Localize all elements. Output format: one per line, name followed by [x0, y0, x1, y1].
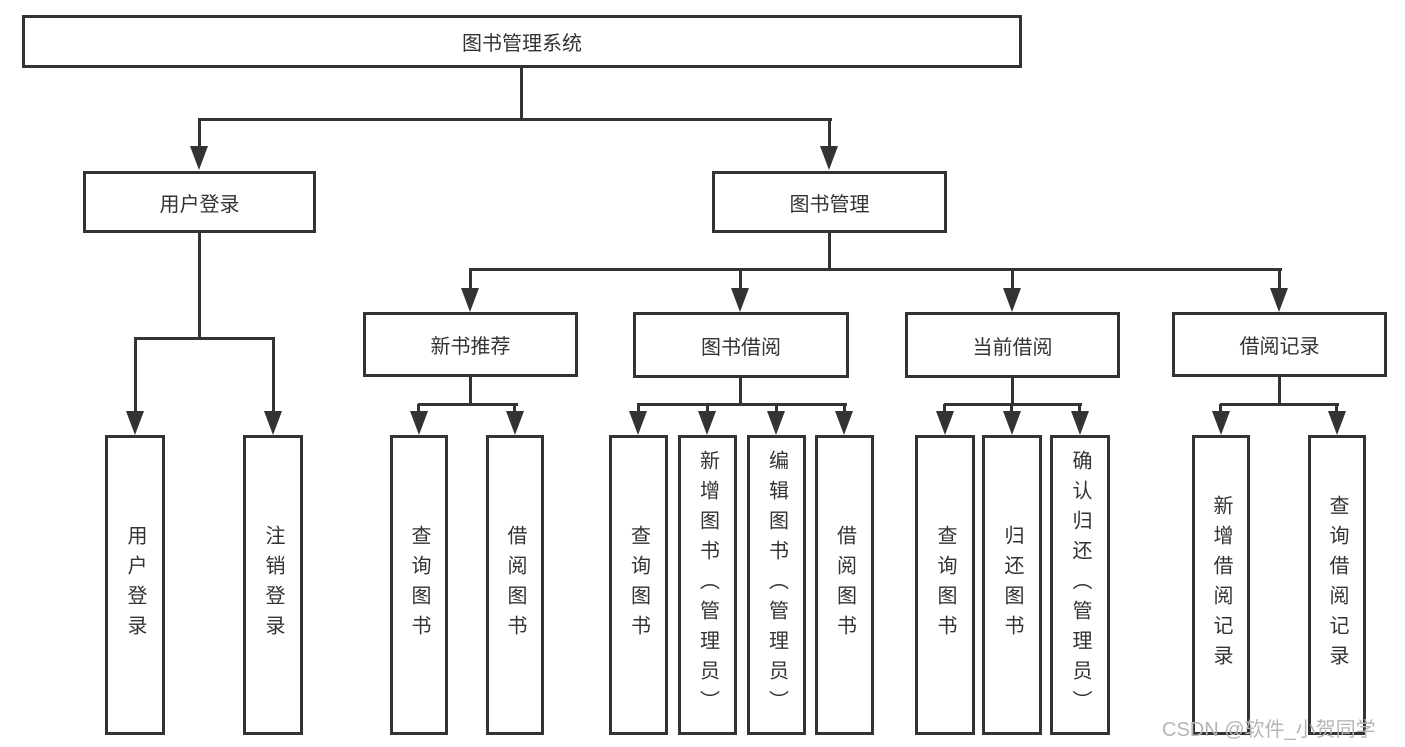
- connector-to-leaf: [1335, 404, 1338, 413]
- leaf-add-borrow-record-label: 新增借阅记录: [1210, 495, 1232, 675]
- connector-user-login-stem: [198, 233, 201, 339]
- connector-to-leaf-user-login: [134, 340, 137, 412]
- connector-root-stem: [520, 68, 523, 120]
- connector-to-new-book-recommend: [469, 271, 472, 290]
- arrowhead-to-leaf-user-login: [126, 411, 144, 435]
- node-book-borrow: 图书借阅: [633, 312, 849, 378]
- arrowhead-to-book-borrow: [731, 288, 749, 312]
- node-new-book-recommend: 新书推荐: [363, 312, 578, 377]
- leaf-add-book-admin: 新增图书（管理员）: [678, 435, 737, 735]
- leaf-edit-book-admin-label: 编辑图书（管理员）: [765, 450, 788, 720]
- leaf-query-books-borrow: 查询图书: [609, 435, 668, 735]
- arrowhead-to-leaf: [835, 411, 853, 435]
- connector-root-horizontal: [198, 118, 832, 121]
- leaf-add-borrow-record: 新增借阅记录: [1192, 435, 1250, 735]
- leaf-user-login: 用户登录: [105, 435, 165, 735]
- arrowhead-to-leaf: [1071, 411, 1089, 435]
- arrowhead-to-borrow-records: [1270, 288, 1288, 312]
- connector-to-leaf: [1010, 404, 1013, 413]
- leaf-confirm-return-admin: 确认归还（管理员）: [1050, 435, 1110, 735]
- arrowhead-to-leaf: [1212, 411, 1230, 435]
- connector-to-borrow-records: [1278, 271, 1281, 290]
- leaf-query-books-current-label: 查询图书: [934, 525, 956, 645]
- arrowhead-to-leaf: [936, 411, 954, 435]
- connector-new-book-horizontal: [418, 403, 518, 406]
- arrowhead-to-book-management: [820, 146, 838, 170]
- node-user-login: 用户登录: [83, 171, 316, 233]
- leaf-logout-label: 注销登录: [262, 525, 284, 645]
- connector-to-leaf: [706, 404, 709, 413]
- leaf-borrow-books-recommend: 借阅图书: [486, 435, 544, 735]
- connector-borrow-records-horizontal: [1220, 403, 1339, 406]
- arrowhead-to-leaf: [629, 411, 647, 435]
- arrowhead-to-new-book-recommend: [461, 288, 479, 312]
- connector-book-management-stem: [828, 233, 831, 270]
- connector-to-leaf: [943, 404, 946, 413]
- connector-to-leaf: [513, 404, 516, 413]
- leaf-borrow-books: 借阅图书: [815, 435, 874, 735]
- node-root-system: 图书管理系统: [22, 15, 1022, 68]
- arrowhead-to-user-login: [190, 146, 208, 170]
- leaf-edit-book-admin: 编辑图书（管理员）: [747, 435, 806, 735]
- node-borrow-records: 借阅记录: [1172, 312, 1387, 377]
- arrowhead-to-leaf: [506, 411, 524, 435]
- arrowhead-to-leaf: [410, 411, 428, 435]
- connector-user-login-horizontal: [134, 337, 275, 340]
- leaf-query-borrow-record-label: 查询借阅记录: [1326, 495, 1348, 675]
- arrowhead-to-leaf: [698, 411, 716, 435]
- arrowhead-to-leaf: [1003, 411, 1021, 435]
- connector-to-current-borrow: [1011, 271, 1014, 290]
- csdn-watermark: CSDN @软件_小贺同学: [1162, 719, 1376, 741]
- arrowhead-to-current-borrow: [1003, 288, 1021, 312]
- connector-current-borrow-stem: [1011, 378, 1014, 405]
- leaf-query-borrow-record: 查询借阅记录: [1308, 435, 1366, 735]
- connector-to-leaf: [1219, 404, 1222, 413]
- leaf-borrow-books-recommend-label: 借阅图书: [504, 525, 526, 645]
- leaf-query-books-borrow-label: 查询图书: [627, 525, 650, 645]
- leaf-query-books-current: 查询图书: [915, 435, 975, 735]
- leaf-borrow-books-label: 借阅图书: [833, 525, 856, 645]
- arrowhead-to-leaf: [1328, 411, 1346, 435]
- connector-to-book-management: [828, 121, 831, 148]
- node-current-borrow: 当前借阅: [905, 312, 1120, 378]
- leaf-query-books-recommend-label: 查询图书: [408, 525, 430, 645]
- arrowhead-to-leaf: [767, 411, 785, 435]
- connector-to-leaf: [775, 404, 778, 413]
- leaf-add-book-admin-label: 新增图书（管理员）: [696, 450, 719, 720]
- connector-level3-horizontal: [469, 268, 1282, 271]
- connector-to-leaf: [1078, 404, 1081, 413]
- leaf-return-books-label: 归还图书: [1001, 525, 1023, 645]
- connector-new-book-stem: [469, 377, 472, 405]
- connector-book-borrow-stem: [739, 378, 742, 405]
- connector-book-borrow-horizontal: [637, 403, 847, 406]
- leaf-logout: 注销登录: [243, 435, 303, 735]
- leaf-confirm-return-admin-label: 确认归还（管理员）: [1069, 450, 1091, 720]
- arrowhead-to-leaf-logout: [264, 411, 282, 435]
- leaf-return-books: 归还图书: [982, 435, 1042, 735]
- connector-to-leaf: [843, 404, 846, 413]
- connector-to-leaf: [417, 404, 420, 413]
- leaf-query-books-recommend: 查询图书: [390, 435, 448, 735]
- connector-to-book-borrow: [739, 271, 742, 290]
- leaf-user-login-label: 用户登录: [124, 525, 146, 645]
- connector-to-leaf-logout: [272, 340, 275, 412]
- node-book-management: 图书管理: [712, 171, 947, 233]
- connector-current-borrow-horizontal: [944, 403, 1082, 406]
- connector-to-user-login: [198, 121, 201, 148]
- connector-borrow-records-stem: [1278, 377, 1281, 405]
- connector-to-leaf: [637, 404, 640, 413]
